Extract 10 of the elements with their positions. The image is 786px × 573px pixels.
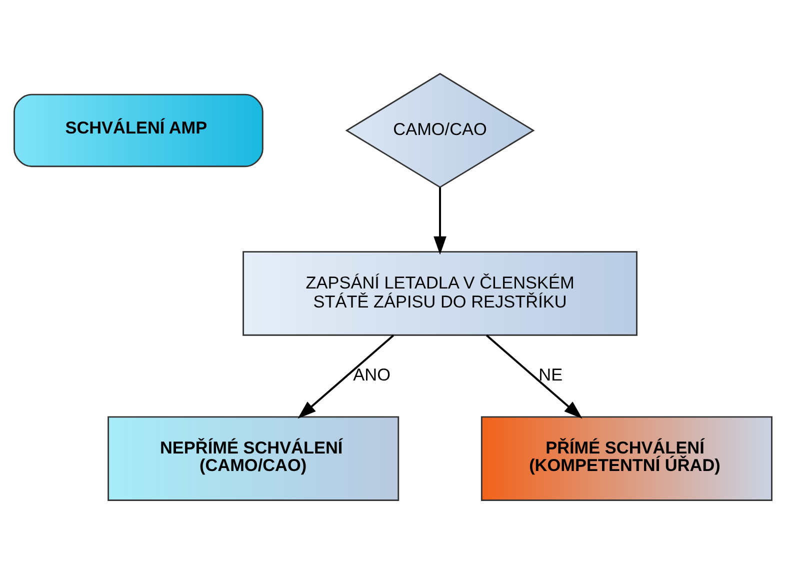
node-box: NEPŘÍMÉ SCHVÁLENÍ (CAMO/CAO) — [108, 416, 400, 500]
node-diamond: CAMO/CAO — [345, 72, 535, 188]
arrow — [486, 334, 582, 418]
node-box: SCHVÁLENÍ AMP — [14, 93, 264, 167]
node-box: ZAPSÁNÍ LETADLA V ČLENSKÉM STÁTĚ ZÁPISU DO REJSTŘÍKU — [242, 250, 638, 336]
edge-label: ANO — [353, 364, 390, 384]
edge-label: NE — [538, 364, 563, 384]
arrow — [298, 334, 394, 418]
arrow — [434, 186, 446, 254]
node-box: PŘÍMÉ SCHVÁLENÍ (KOMPETENTNÍ ÚŘAD) — [480, 416, 772, 500]
